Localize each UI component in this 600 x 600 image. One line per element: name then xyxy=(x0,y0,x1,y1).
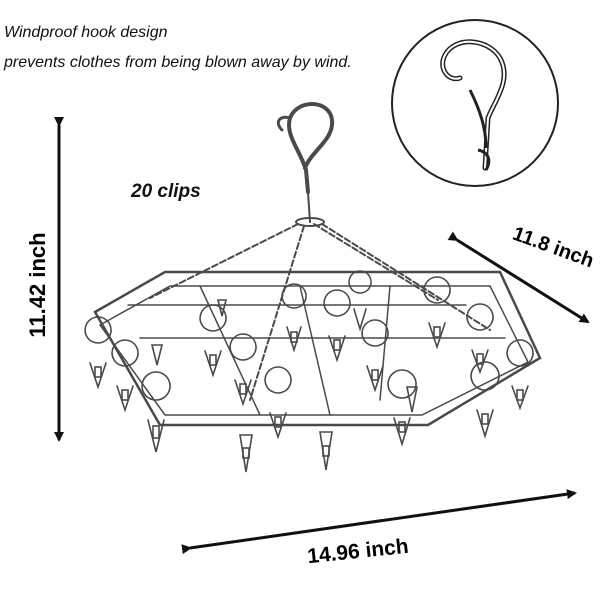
depth-arrow xyxy=(447,231,590,324)
dimension-arrows xyxy=(54,117,590,555)
hook-detail-inset xyxy=(391,19,559,187)
clip-count-label: 20 clips xyxy=(131,181,201,202)
height-dimension-label: 11.42 inch xyxy=(25,232,50,338)
feature-caption-line-1: Windproof hook design xyxy=(4,24,168,41)
feature-caption-line-2: prevents clothes from being blown away b… xyxy=(4,54,352,71)
hanger-drawing xyxy=(84,102,542,473)
width-arrow xyxy=(181,489,577,555)
